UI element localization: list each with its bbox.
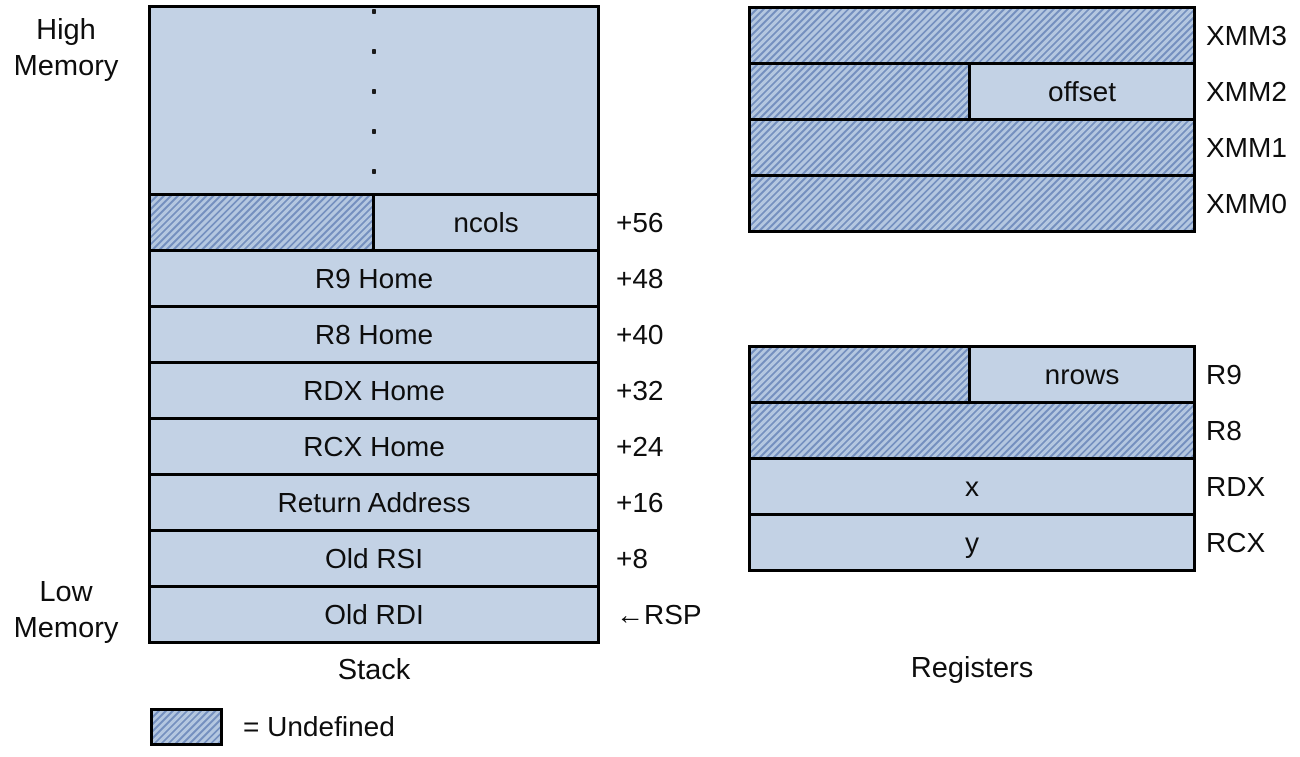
stack-offset-label: +40 [616, 318, 664, 350]
ellipsis-dot [372, 9, 376, 14]
ellipsis-dot [372, 89, 376, 94]
stack-row-r9-home: R9 Home +48 [151, 249, 664, 305]
registers-caption: Registers [910, 652, 1034, 684]
stack-diagram: ncols +56 R9 Home +48 R8 Home +40 RDX Ho… [148, 5, 702, 644]
stack-row-label: Return Address [277, 486, 471, 518]
xmm3-register-row: XMM3 [751, 9, 1287, 62]
stack-ellipsis-cell [151, 8, 597, 193]
register-name-label: XMM1 [1206, 131, 1287, 163]
r9-register-row: nrows R9 [751, 348, 1242, 401]
register-name-label: R8 [1206, 414, 1242, 446]
stack-row-label: R8 Home [314, 318, 434, 350]
undefined-legend-swatch [150, 708, 223, 746]
stack-offset-label: +48 [616, 262, 664, 294]
xmm2-value-label: offset [1048, 75, 1116, 107]
register-name-label: XMM0 [1206, 187, 1287, 219]
stack-row-label: Old RSI [324, 542, 424, 574]
r8-register-row: R8 [751, 401, 1242, 457]
register-name-label: RDX [1206, 470, 1266, 502]
xmm0-register-row: XMM0 [751, 174, 1287, 230]
low-memory-line1: Low [39, 576, 93, 608]
ellipsis-dot [372, 169, 376, 174]
rsp-pointer-label: ←RSP [616, 598, 702, 630]
stack-offset-label: +16 [616, 486, 664, 518]
low-memory-line2: Memory [13, 612, 119, 644]
undefined-region [751, 348, 971, 401]
rcx-value-label: y [965, 526, 979, 558]
high-memory-line2: Memory [13, 50, 119, 82]
r9-value-label: nrows [1044, 358, 1120, 390]
rdx-value-label: x [965, 470, 979, 502]
stack-row-old-rdi: Old RDI ←RSP [151, 585, 702, 641]
stack-row-label: RDX Home [303, 374, 445, 406]
stack-offset-label: +32 [616, 374, 664, 406]
stack-row-old-rsi: Old RSI +8 [151, 529, 648, 585]
register-name-label: R9 [1206, 358, 1242, 390]
stack-row-label: Old RDI [324, 598, 424, 630]
stack-offset-label: +8 [616, 542, 648, 574]
register-name-label: RCX [1206, 526, 1266, 558]
xmm1-register-row: XMM1 [751, 118, 1287, 174]
stack-row-return-address: Return Address +16 [151, 473, 664, 529]
stack-row-ncols: ncols +56 [151, 193, 664, 249]
stack-row-r8-home: R8 Home +40 [151, 305, 664, 361]
rcx-register-row: y RCX [751, 513, 1265, 569]
stack-offset-label: +56 [616, 206, 664, 238]
stack-offset-label: +24 [616, 430, 664, 462]
rdx-register-row: x RDX [751, 457, 1265, 513]
undefined-region [751, 65, 971, 118]
high-memory-label: High Memory [0, 12, 132, 84]
stack-row-rdx-home: RDX Home +32 [151, 361, 664, 417]
undefined-region [151, 196, 375, 249]
undefined-legend-label: = Undefined [243, 711, 395, 742]
stack-caption: Stack [337, 654, 411, 686]
stack-row-label: RCX Home [303, 430, 445, 462]
register-name-label: XMM2 [1206, 75, 1287, 107]
stack-row-label: ncols [453, 206, 519, 238]
gp-registers-box: nrows R9 R8 x RDX y RCX [748, 345, 1265, 572]
stack-row-label: R9 Home [314, 262, 434, 294]
xmm2-register-row: offset XMM2 [751, 62, 1287, 118]
xmm-registers-box: XMM3 offset XMM2 XMM1 XMM0 [748, 6, 1287, 233]
high-memory-line1: High [36, 14, 96, 46]
low-memory-label: Low Memory [0, 574, 132, 646]
ellipsis-dot [372, 49, 376, 54]
stack-row-rcx-home: RCX Home +24 [151, 417, 664, 473]
ellipsis-dot [372, 129, 376, 134]
register-name-label: XMM3 [1206, 19, 1287, 51]
